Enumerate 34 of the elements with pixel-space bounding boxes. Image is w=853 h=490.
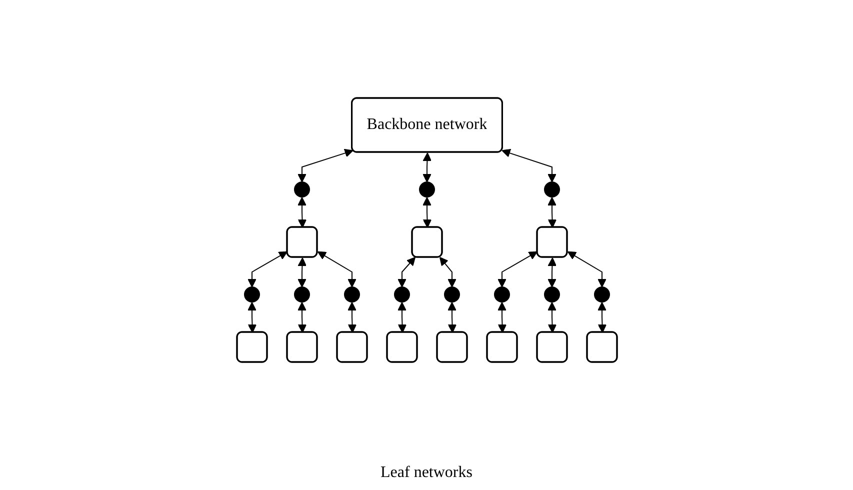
arrow	[422, 197, 432, 228]
node-circle	[594, 286, 610, 302]
arrow	[447, 302, 456, 333]
arrow	[247, 251, 288, 288]
arrow	[397, 256, 416, 288]
arrow	[597, 302, 606, 333]
node-circle	[244, 286, 260, 302]
arrow	[497, 251, 538, 288]
arrow	[547, 197, 556, 228]
arrow	[297, 258, 306, 288]
caption-label: Leaf networks	[380, 464, 472, 482]
arrow	[347, 302, 356, 333]
arrow	[397, 302, 406, 333]
node-circle	[494, 286, 510, 302]
node-circle	[344, 286, 360, 302]
arrow	[497, 302, 506, 333]
arrow	[438, 256, 456, 288]
node-circle	[444, 286, 460, 302]
arrow	[501, 148, 556, 182]
arrow	[247, 302, 256, 333]
arrow	[547, 258, 556, 288]
node-circle	[394, 286, 410, 302]
arrow	[547, 302, 556, 333]
arrow	[297, 302, 306, 333]
arrow	[422, 152, 432, 182]
node-circle	[544, 286, 560, 302]
node-circle	[294, 182, 310, 198]
arrow	[566, 251, 606, 288]
arrow	[316, 251, 356, 288]
arrow	[297, 197, 306, 228]
node-circle	[544, 182, 560, 198]
arrow	[297, 148, 353, 182]
node-circle	[418, 182, 434, 198]
node-circle	[294, 286, 310, 302]
